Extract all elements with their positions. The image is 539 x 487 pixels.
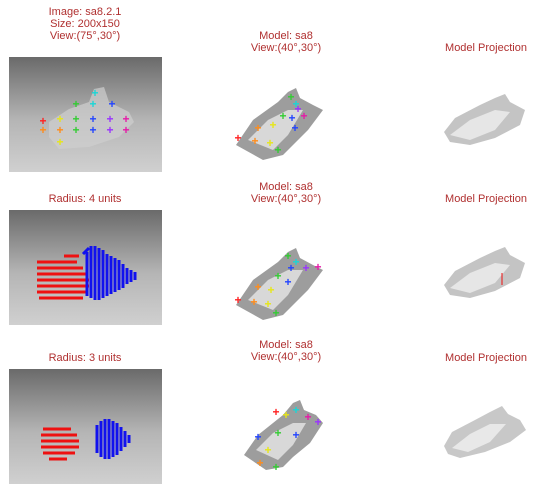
feature-marker: + (264, 297, 272, 311)
feature-marker: + (254, 430, 262, 444)
feature-marker: + (39, 114, 47, 128)
caption-line: Size: 200x150 (50, 18, 120, 30)
feature-marker: + (279, 109, 287, 123)
row2-model-render: + + + + + + + + + + + + + (228, 240, 328, 325)
feature-marker: + (284, 275, 292, 289)
feature-marker: + (267, 283, 275, 297)
row1-mid-caption: Model: sa8 View:(40°,30°) (211, 30, 361, 54)
caption-line: View:(40°,30°) (250, 42, 322, 54)
segmentation-regions (41, 419, 131, 461)
feature-marker: + (56, 135, 64, 149)
caption-line: View:(75°,30°) (49, 30, 121, 42)
feature-marker: + (272, 460, 280, 474)
feature-marker: + (234, 131, 242, 145)
feature-marker: + (292, 428, 300, 442)
feature-marker: + (89, 97, 97, 111)
feature-marker: + (72, 112, 80, 126)
feature-marker: + (89, 112, 97, 126)
feature-marker: + (256, 456, 264, 470)
feature-marker: + (254, 280, 262, 294)
model-surface (244, 400, 323, 470)
feature-marker: + (269, 118, 277, 132)
feature-marker: + (274, 426, 282, 440)
row3-model-projection (440, 400, 532, 462)
feature-marker: + (266, 136, 274, 150)
caption-line: View:(40°,30°) (250, 193, 322, 205)
feature-marker: + (122, 123, 130, 137)
caption-line: Radius: 4 units (48, 193, 122, 205)
caption-line: Model Projection (445, 42, 527, 54)
caption-line: Model: sa8 (259, 181, 313, 193)
row2-mid-caption: Model: sa8 View:(40°,30°) (211, 181, 361, 205)
model-surface (236, 88, 323, 160)
segmentation-regions (37, 246, 137, 300)
feature-marker: + (234, 293, 242, 307)
feature-marker: + (122, 112, 130, 126)
caption-line: Model: sa8 (259, 30, 313, 42)
feature-marker: + (274, 143, 282, 157)
feature-marker: + (56, 112, 64, 126)
feature-marker: + (39, 123, 47, 137)
feature-marker: + (284, 249, 292, 263)
model-surface (236, 248, 323, 320)
projection-points (444, 94, 525, 145)
row3-input-depth-image (9, 369, 162, 484)
projection-points (444, 247, 525, 298)
feature-marker: + (302, 261, 310, 275)
caption-line: Image: sa8.2.1 (48, 6, 122, 18)
feature-marker: + (294, 102, 302, 116)
feature-marker: + (56, 123, 64, 137)
row1-model-render: + + + + + + + + + + + + + (228, 80, 328, 165)
row2-right-caption: Model Projection (411, 193, 539, 205)
caption-line: Model Projection (445, 193, 527, 205)
feature-marker: + (314, 415, 322, 429)
feature-marker: + (292, 97, 300, 111)
feature-marker: + (292, 255, 300, 269)
feature-marker: + (91, 86, 99, 100)
feature-marker: + (72, 123, 80, 137)
feature-marker: + (251, 134, 259, 148)
feature-marker: + (291, 121, 299, 135)
caption-line: Model Projection (445, 352, 527, 364)
feature-marker: + (282, 408, 290, 422)
feature-marker: + (89, 123, 97, 137)
feature-marker: + (272, 405, 280, 419)
feature-marker: + (304, 410, 312, 424)
row3-right-caption: Model Projection (411, 352, 539, 364)
row1-input-markers: + + + + + + + + + + + + + + + + + (9, 57, 162, 172)
depth-object-silhouette (49, 87, 134, 149)
row3-mid-caption: Model: sa8 View:(40°,30°) (211, 339, 361, 363)
feature-marker: + (250, 295, 258, 309)
feature-marker: + (300, 109, 308, 123)
feature-marker: + (288, 111, 296, 125)
feature-marker: + (72, 97, 80, 111)
row2-model-projection (440, 243, 532, 303)
feature-marker: + (106, 123, 114, 137)
caption-line: Radius: 3 units (48, 352, 122, 364)
row3-left-caption: Radius: 3 units (10, 352, 160, 364)
feature-marker: + (274, 269, 282, 283)
row1-input-depth-image (9, 57, 162, 172)
feature-marker: + (272, 306, 280, 320)
caption-line: View:(40°,30°) (250, 351, 322, 363)
row2-input-depth-image (9, 210, 162, 325)
caption-line: Model: sa8 (259, 339, 313, 351)
feature-marker: + (106, 112, 114, 126)
row2-left-caption: Radius: 4 units (10, 193, 160, 205)
row1-model-projection (440, 90, 532, 150)
projection-points (444, 406, 526, 458)
row1-right-caption: Model Projection (411, 42, 539, 54)
feature-marker: + (287, 90, 295, 104)
row1-left-caption: Image: sa8.2.1 Size: 200x150 View:(75°,3… (10, 6, 160, 42)
row3-model-render: + + + + + + + + + + + (238, 395, 328, 475)
feature-marker: + (254, 121, 262, 135)
feature-marker: + (314, 260, 322, 274)
feature-marker: + (108, 97, 116, 111)
feature-marker: + (287, 261, 295, 275)
feature-marker: + (264, 443, 272, 457)
feature-marker: + (292, 403, 300, 417)
